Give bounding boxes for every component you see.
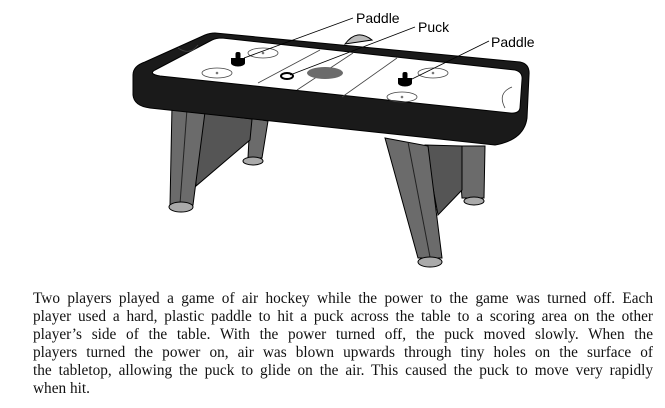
passage-line: when hit.	[33, 380, 90, 397]
foot	[168, 201, 194, 213]
paddle-right	[398, 72, 412, 87]
paddle-left	[231, 52, 245, 67]
leg-right-front	[384, 137, 443, 259]
passage-line: players turned the power on, air was blo…	[33, 344, 653, 361]
label-puck: Puck	[418, 19, 450, 35]
label-paddle-right: Paddle	[491, 34, 535, 50]
passage-line: player’s side of the table. With the pow…	[33, 326, 653, 343]
leg-left-front	[169, 105, 206, 206]
center-circle	[307, 67, 343, 79]
air-hockey-table-illustration: Paddle Puck Paddle	[132, 10, 535, 268]
passage-line: the tabletop, allowing the puck to glide…	[33, 362, 653, 379]
foot	[242, 156, 264, 166]
table-markings	[177, 44, 513, 109]
passage-text: Two players played a game of air hockey …	[33, 290, 653, 398]
foot	[417, 256, 443, 268]
leader-lines	[243, 17, 490, 81]
foot	[463, 196, 485, 206]
passage-line: Two players played a game of air hockey …	[33, 290, 653, 307]
label-paddle-left: Paddle	[356, 10, 400, 26]
table-legs	[169, 105, 486, 259]
table-feet	[168, 156, 485, 268]
passage-line: player used a hard, plastic paddle to hi…	[33, 308, 653, 325]
goal-housing	[343, 34, 374, 45]
puck	[280, 72, 294, 80]
